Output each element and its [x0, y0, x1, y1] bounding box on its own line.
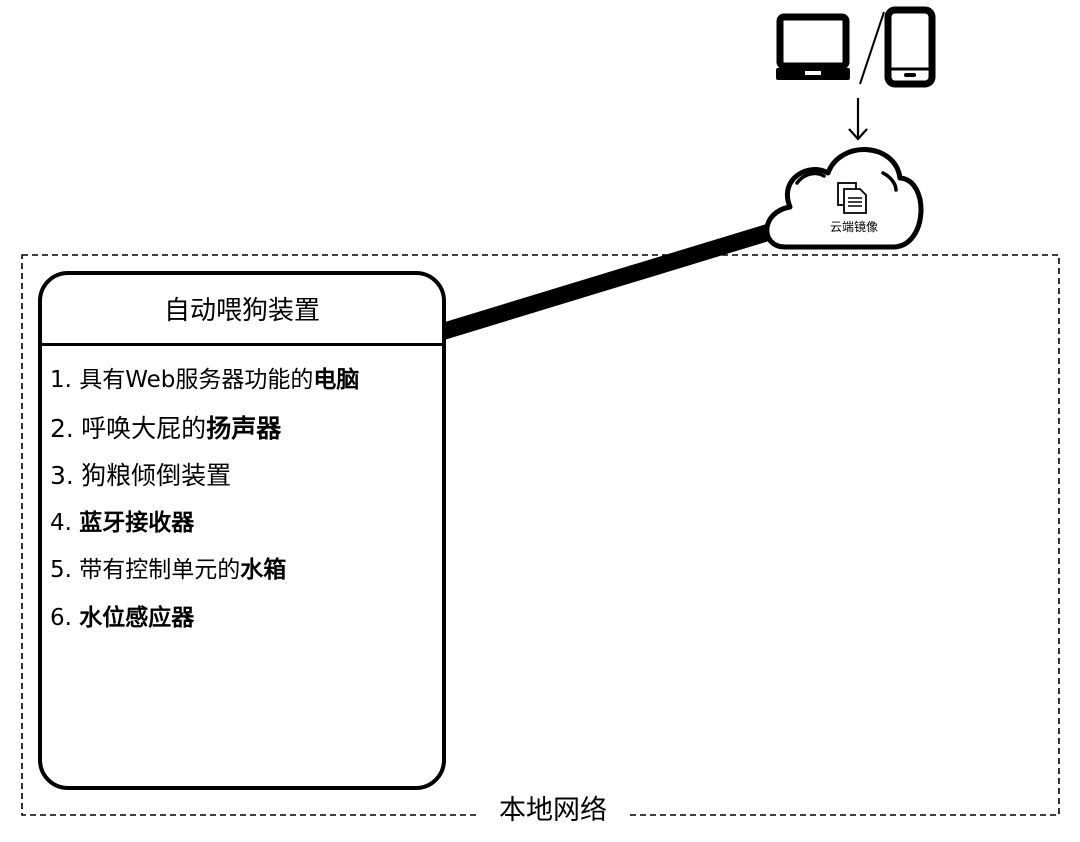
item-text: 带有控制单元的: [79, 557, 241, 583]
list-item: 5. 带有控制单元的水箱: [50, 547, 440, 595]
item-number: 1.: [50, 367, 72, 393]
local-network-label: 本地网络: [478, 790, 628, 832]
list-item: 6. 水位感应器: [50, 595, 440, 643]
item-number: 6.: [50, 604, 72, 631]
cloud-label: 云端镜像: [829, 220, 878, 234]
item-bold-text: 水箱: [240, 557, 287, 583]
item-number: 4.: [50, 509, 72, 536]
item-bold-text: 电脑: [313, 367, 360, 393]
item-text: 呼唤大屁的: [81, 413, 207, 443]
item-number: 2.: [50, 413, 74, 443]
item-bold-text: 扬声器: [206, 413, 282, 443]
component-list: 1. 具有Web服务器功能的电脑 2. 呼唤大屁的扬声器 3. 狗粮倾倒装置 4…: [50, 357, 440, 642]
feeding-device-box: 自动喂狗装置 1. 具有Web服务器功能的电脑 2. 呼唤大屁的扬声器 3. 狗…: [38, 271, 446, 790]
item-text: 狗粮倾倒装置: [81, 461, 232, 490]
list-item: 2. 呼唤大屁的扬声器: [50, 405, 440, 453]
item-text: 具有Web服务器功能的: [79, 367, 314, 393]
list-item: 1. 具有Web服务器功能的电脑: [50, 357, 440, 405]
document-copy-icon: [837, 182, 867, 214]
monitor-icon: [776, 13, 850, 80]
item-bold-text: 蓝牙接收器: [79, 509, 195, 536]
item-number: 3.: [50, 461, 74, 490]
cloud-link-line: [435, 221, 779, 342]
arrow-down-icon: [848, 98, 868, 141]
device-title: 自动喂狗装置: [42, 275, 442, 346]
list-item: 4. 蓝牙接收器: [50, 500, 440, 548]
device-separator: [859, 11, 885, 85]
item-number: 5.: [50, 557, 72, 583]
smartphone-icon: [884, 6, 936, 88]
item-bold-text: 水位感应器: [79, 604, 195, 631]
list-item: 3. 狗粮倾倒装置: [50, 452, 440, 500]
